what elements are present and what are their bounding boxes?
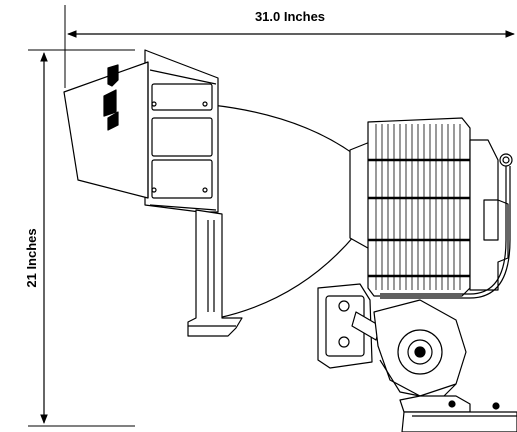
mounting-arm xyxy=(187,209,243,337)
snoot-box xyxy=(63,49,219,213)
height-dimension: 21 Inches xyxy=(24,49,135,427)
rear-cap xyxy=(380,139,513,299)
width-label: 31.0 Inches xyxy=(255,9,325,24)
base-plate xyxy=(399,395,517,432)
height-label: 21 Inches xyxy=(24,228,39,287)
finned-housing xyxy=(367,117,471,297)
width-dimension: 31.0 Inches xyxy=(64,5,515,88)
fixture-drawing xyxy=(63,49,517,432)
yoke-assembly xyxy=(317,283,467,401)
